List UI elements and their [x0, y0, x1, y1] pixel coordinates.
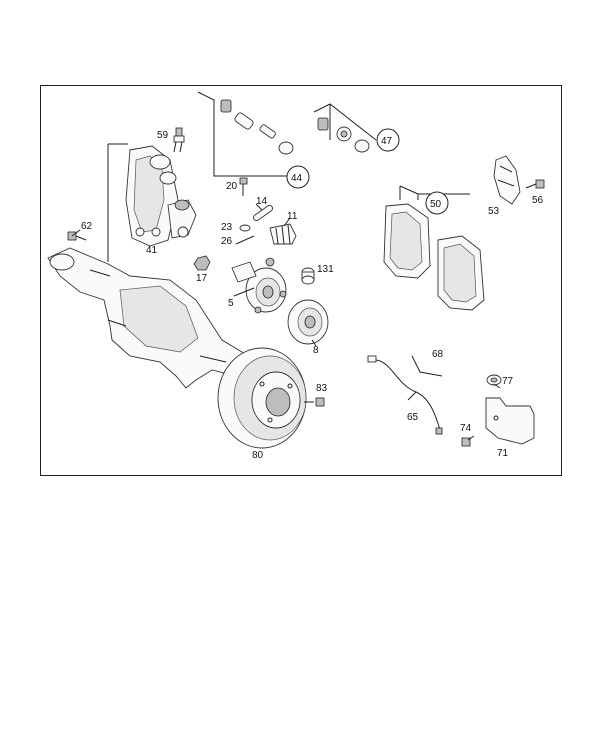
label-14: 14 — [256, 196, 268, 207]
clip-26[interactable] — [235, 235, 255, 245]
drum-8[interactable] — [287, 299, 329, 345]
label-68: 68 — [432, 349, 444, 360]
guide-pin-kit-44[interactable] — [220, 99, 294, 155]
label-26: 26 — [221, 236, 233, 247]
callout-47-circle — [376, 128, 400, 152]
label-50: 50 — [430, 199, 442, 210]
callout-50-circle — [425, 191, 449, 215]
cap-131[interactable] — [301, 267, 315, 285]
brake-disc-80[interactable] — [217, 347, 307, 449]
bolt-62[interactable] — [67, 231, 87, 241]
label-20: 20 — [226, 181, 238, 192]
callout-44-circle — [286, 165, 310, 189]
spring-plate-53[interactable] — [493, 155, 521, 205]
wear-sensor-65[interactable] — [367, 355, 443, 435]
bolt-20[interactable] — [239, 177, 248, 196]
axle-housing[interactable] — [47, 247, 251, 389]
bleeder-screw-59[interactable] — [173, 127, 185, 153]
label-65: 65 — [407, 412, 419, 423]
label-71: 71 — [497, 448, 509, 459]
label-131: 131 — [317, 264, 334, 275]
kit-47[interactable] — [317, 117, 370, 153]
label-74: 74 — [460, 423, 472, 434]
label-62: 62 — [81, 221, 93, 232]
label-80: 80 — [252, 450, 264, 461]
nut-17[interactable] — [193, 255, 211, 271]
clip-68[interactable] — [411, 355, 443, 377]
brake-pads-50[interactable] — [383, 203, 485, 311]
bolt-83[interactable] — [304, 397, 325, 407]
label-77: 77 — [502, 376, 514, 387]
label-11: 11 — [287, 211, 298, 222]
clip-77[interactable] — [486, 374, 502, 386]
label-53: 53 — [488, 206, 500, 217]
label-5: 5 — [228, 298, 234, 309]
label-23: 23 — [221, 222, 233, 233]
boot-11[interactable] — [269, 223, 297, 245]
pin-14[interactable] — [252, 204, 274, 222]
label-17: 17 — [196, 273, 208, 284]
label-41: 41 — [146, 245, 158, 256]
hub-5[interactable] — [231, 257, 287, 314]
bolt-74[interactable] — [461, 437, 471, 447]
label-47: 47 — [381, 136, 393, 147]
label-44: 44 — [291, 173, 303, 184]
caliper-41[interactable] — [125, 145, 197, 247]
bolt-56[interactable] — [525, 179, 545, 189]
bracket-71[interactable] — [485, 397, 535, 445]
label-56: 56 — [532, 195, 544, 206]
label-59: 59 — [157, 130, 169, 141]
label-8: 8 — [313, 345, 319, 356]
label-83: 83 — [316, 383, 328, 394]
washer-23[interactable] — [239, 224, 251, 232]
